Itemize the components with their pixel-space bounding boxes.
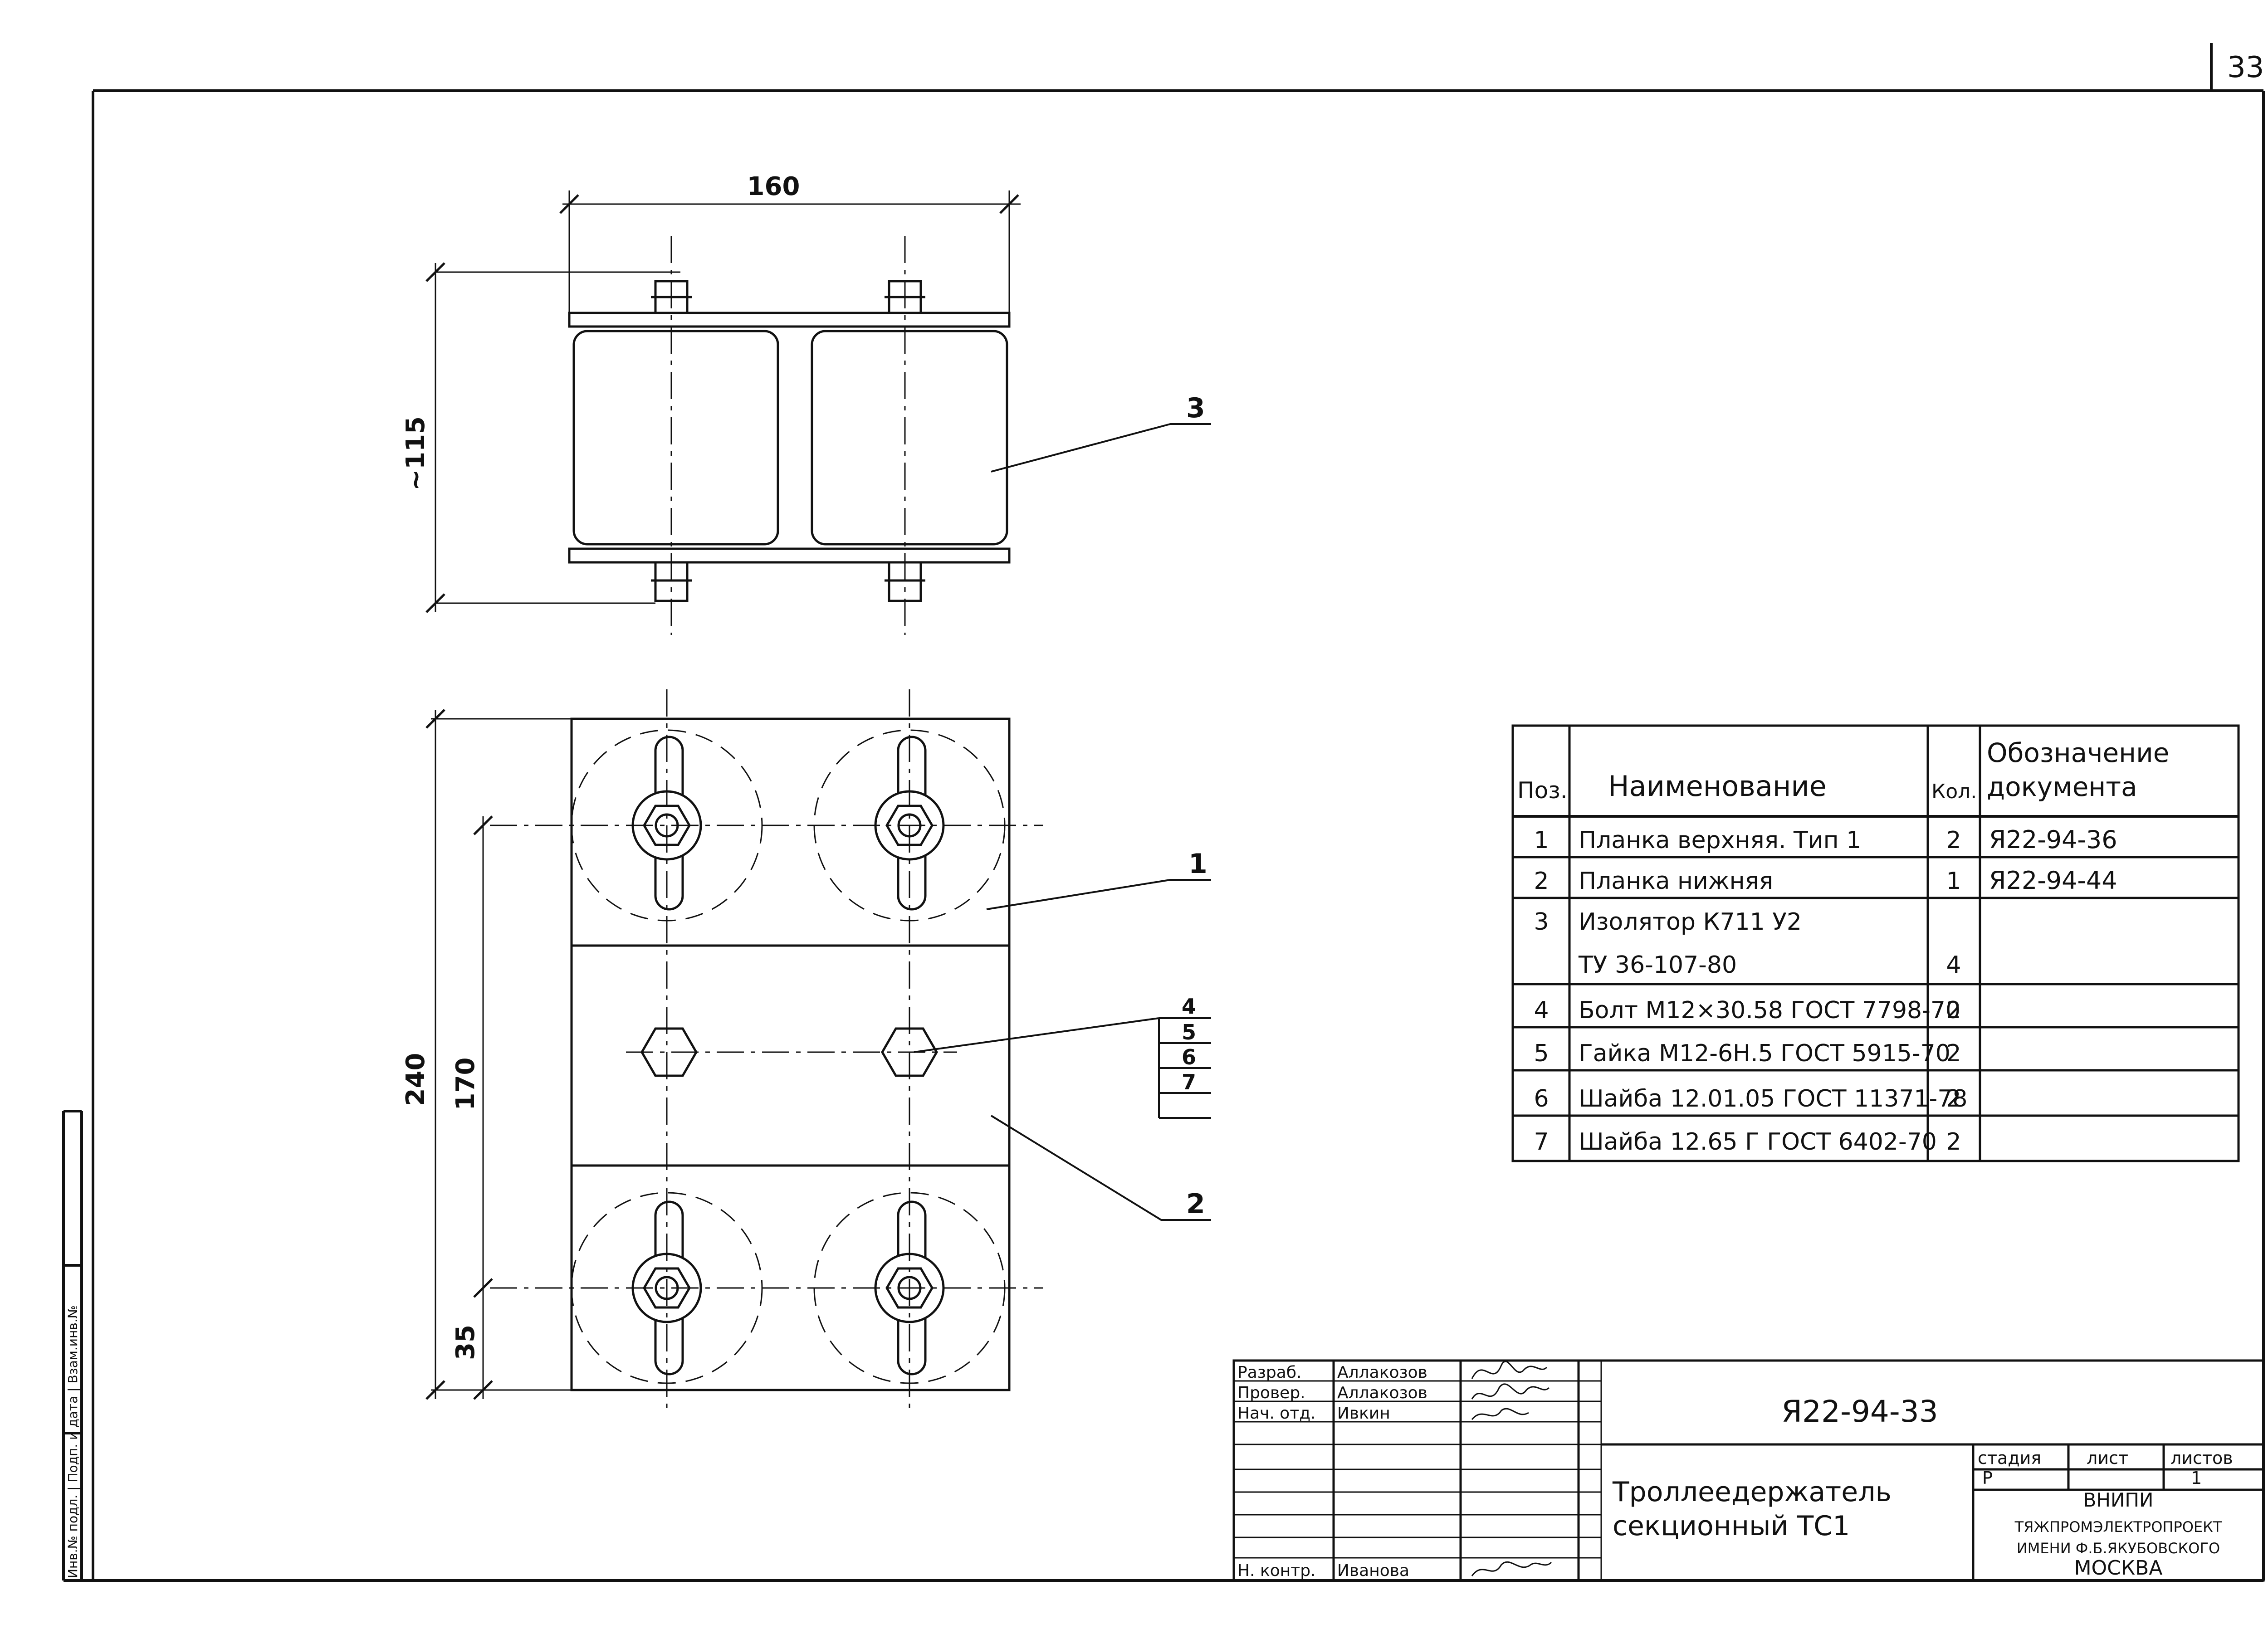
spec-cell-pos: 2 bbox=[1534, 868, 1549, 895]
insulator-right bbox=[811, 330, 1008, 546]
callout-3: 3 bbox=[1186, 392, 1205, 424]
insulator-left bbox=[572, 330, 779, 546]
spec-cell-pos: 6 bbox=[1534, 1085, 1549, 1112]
spec-cell-qty: 1 bbox=[1946, 868, 1961, 895]
sig-name-2: Аллакозов bbox=[1337, 1384, 1427, 1402]
sig-name-1: Аллакозов bbox=[1337, 1363, 1427, 1382]
spec-table-grid bbox=[1511, 724, 2240, 1162]
stage-sheet-block: стадия лист листов Р 1 bbox=[1978, 1448, 2233, 1488]
signature-scribbles bbox=[1471, 1361, 1552, 1576]
sheet-number: 33 bbox=[2227, 51, 2264, 84]
top-view bbox=[568, 236, 1011, 635]
drawing-title-line-2: секционный ТС1 bbox=[1613, 1510, 1850, 1542]
spec-cell-name: ТУ 36-107-80 bbox=[1578, 951, 1737, 979]
spec-cell-pos: 5 bbox=[1534, 1040, 1549, 1067]
sheet-value: 1 bbox=[2191, 1468, 2202, 1488]
callout-1: 1 bbox=[1188, 848, 1207, 880]
callout-2: 2 bbox=[1186, 1188, 1205, 1220]
dim-height-total: 240 bbox=[401, 1053, 430, 1106]
spec-cell-pos: 3 bbox=[1534, 908, 1549, 936]
sig-name-4: Иванова bbox=[1337, 1561, 1409, 1580]
spec-cell-doc: Я22-94-44 bbox=[1989, 866, 2117, 895]
callout-5: 5 bbox=[1182, 1020, 1196, 1044]
callout-6: 6 bbox=[1182, 1045, 1196, 1069]
side-stamp-label: Инв.№ подл. | Подп. и дата | Взам.инв.№ bbox=[65, 1305, 80, 1578]
spec-cell-qty: 2 bbox=[1946, 997, 1961, 1024]
spec-cell-qty: 4 bbox=[1946, 951, 1961, 979]
spec-cell-name: Изолятор К711 У2 bbox=[1579, 908, 1802, 936]
plan-view-dimensions bbox=[425, 709, 572, 1400]
spec-cell-name: Шайба 12.01.05 ГОСТ 11371-78 bbox=[1579, 1085, 1967, 1112]
org-line-3: ИМЕНИ Ф.Б.ЯКУБОВСКОГО bbox=[2017, 1540, 2220, 1557]
spec-cell-name: Планка нижняя bbox=[1579, 868, 1773, 895]
sig-role-4: Н. контр. bbox=[1237, 1561, 1316, 1580]
bolt-hex-right bbox=[881, 1027, 938, 1077]
dim-height-top: ~115 bbox=[401, 416, 430, 491]
drawing-title-line-1: Троллеедержатель bbox=[1612, 1476, 1892, 1508]
stage-value: Р bbox=[1982, 1468, 1993, 1488]
callout-4: 4 bbox=[1182, 994, 1196, 1019]
spec-header-qty: Кол. bbox=[1931, 780, 1977, 803]
spec-table-header: Поз. Наименование Кол. Обозначение докум… bbox=[1517, 737, 2169, 804]
signature-labels: Разраб. Аллакозов Провер. Аллакозов Нач.… bbox=[1237, 1363, 1427, 1580]
spec-cell-name: Планка верхняя. Тип 1 bbox=[1579, 827, 1861, 854]
sig-role-1: Разраб. bbox=[1237, 1363, 1301, 1382]
sig-role-2: Провер. bbox=[1237, 1384, 1305, 1402]
dim-width-top: 160 bbox=[747, 172, 800, 201]
spec-cell-qty: 2 bbox=[1946, 1085, 1961, 1112]
spec-cell-pos: 4 bbox=[1534, 997, 1549, 1024]
spec-header-pos: Поз. bbox=[1517, 777, 1568, 804]
spec-cell-pos: 7 bbox=[1534, 1128, 1549, 1156]
spec-cell-qty: 2 bbox=[1946, 1040, 1961, 1067]
sig-name-3: Ивкин bbox=[1337, 1404, 1390, 1423]
spec-header-name: Наименование bbox=[1608, 770, 1827, 803]
sheet-label: лист bbox=[2087, 1448, 2128, 1468]
spec-cell-qty: 2 bbox=[1946, 827, 1961, 854]
org-line-2: ТЯЖПРОМЭЛЕКТРОПРОЕКТ bbox=[2014, 1518, 2222, 1536]
spec-header-doc-2: документа bbox=[1987, 771, 2137, 802]
document-code: Я22-94-33 bbox=[1781, 1394, 1938, 1429]
spec-cell-qty: 2 bbox=[1946, 1128, 1961, 1156]
dim-offset-bottom: 35 bbox=[451, 1325, 480, 1360]
org-line-1: ВНИПИ bbox=[2083, 1489, 2154, 1511]
callout-7: 7 bbox=[1182, 1070, 1196, 1094]
dim-height-inner: 170 bbox=[451, 1058, 480, 1111]
spec-header-doc-1: Обозначение bbox=[1987, 737, 2169, 768]
plan-view bbox=[490, 689, 1043, 1410]
sheets-label: листов bbox=[2170, 1448, 2233, 1468]
top-view-dimensions bbox=[425, 190, 1021, 613]
spec-cell-doc: Я22-94-36 bbox=[1989, 825, 2117, 854]
sig-role-3: Нач. отд. bbox=[1237, 1404, 1316, 1423]
callout-leaders bbox=[914, 423, 1211, 1221]
organization-block: ВНИПИ ТЯЖПРОМЭЛЕКТРОПРОЕКТ ИМЕНИ Ф.Б.ЯКУ… bbox=[2014, 1489, 2222, 1580]
sheet-frame bbox=[62, 43, 2265, 1582]
spec-cell-pos: 1 bbox=[1534, 827, 1549, 854]
stage-label: стадия bbox=[1978, 1448, 2041, 1468]
lower-plank-outline bbox=[570, 717, 1011, 1391]
spec-cell-name: Гайка М12-6Н.5 ГОСТ 5915-70 bbox=[1579, 1040, 1950, 1067]
title-block-grid bbox=[1232, 1359, 2265, 1582]
spec-cell-name: Шайба 12.65 Г ГОСТ 6402-70 bbox=[1579, 1128, 1937, 1156]
org-line-4: МОСКВА bbox=[2074, 1556, 2163, 1580]
spec-cell-name: Болт М12×30.58 ГОСТ 7798-70 bbox=[1579, 997, 1960, 1024]
